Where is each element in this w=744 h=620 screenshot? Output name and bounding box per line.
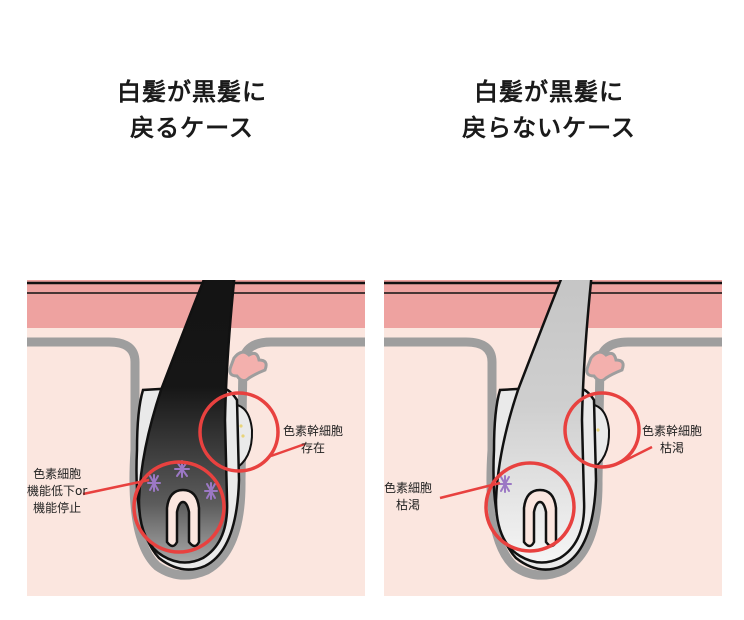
label-line: 機能低下or [27,484,88,498]
highlight-circle-stem-cells [198,391,280,473]
stem-cell-dot [596,428,600,432]
label-line: 存在 [301,441,326,455]
label-line: 色素幹細胞 [642,424,703,438]
label-pigment-stem-cells-present: 色素幹細胞 存在 [283,423,343,457]
sebaceous-gland [228,350,268,383]
title-black-hair-not-returns: 白髪が黒髪に 戻らないケース [384,74,714,146]
label-line: 枯渇 [660,441,685,455]
panel-returns: 色素幹細胞 存在 色素細胞 機能低下or 機能停止 [27,280,365,596]
dermal-papilla [165,488,201,548]
label-pigment-cells-depleted: 色素細胞 枯渇 [384,480,432,514]
stem-cell-dot [239,424,243,428]
white-hair [494,280,593,564]
title-black-hair-returns: 白髪が黒髪に 戻るケース [27,74,357,146]
title-right-line1: 白髪が黒髪に [474,78,624,106]
pointer-line-stem [270,442,306,458]
label-line: 色素細胞 [384,481,433,495]
follicle-diagram-black [27,280,365,596]
label-line: 枯渇 [396,498,421,512]
pointer-line-cells [439,481,501,500]
label-line: 色素細胞 [33,467,82,481]
pointer-line-cells [82,478,150,496]
highlight-circle-melanocytes [484,461,576,553]
label-line: 機能停止 [33,501,82,515]
sebaceous-gland [585,350,625,383]
label-pigment-cells-dysfunction: 色素細胞 機能低下or 機能停止 [27,466,87,517]
title-left-line1: 白髪が黒髪に [117,78,267,106]
melanocyte [498,475,512,493]
follicle-diagram-white [384,280,722,596]
stem-cell-dot [241,434,245,438]
label-pigment-stem-cells-depleted: 色素幹細胞 枯渇 [642,423,702,457]
highlight-circle-stem-cells [563,391,641,469]
label-line: 色素幹細胞 [283,424,344,438]
panel-not-returns: 色素幹細胞 枯渇 色素細胞 枯渇 [384,280,722,596]
highlight-circle-melanocytes [132,460,226,554]
melanocyte [147,474,161,492]
melanocyte [204,482,218,500]
dermal-papilla [522,488,558,548]
title-left-line2: 戻るケース [130,114,254,142]
pointer-line-stem [619,445,653,465]
title-right-line2: 戻らないケース [462,114,636,142]
